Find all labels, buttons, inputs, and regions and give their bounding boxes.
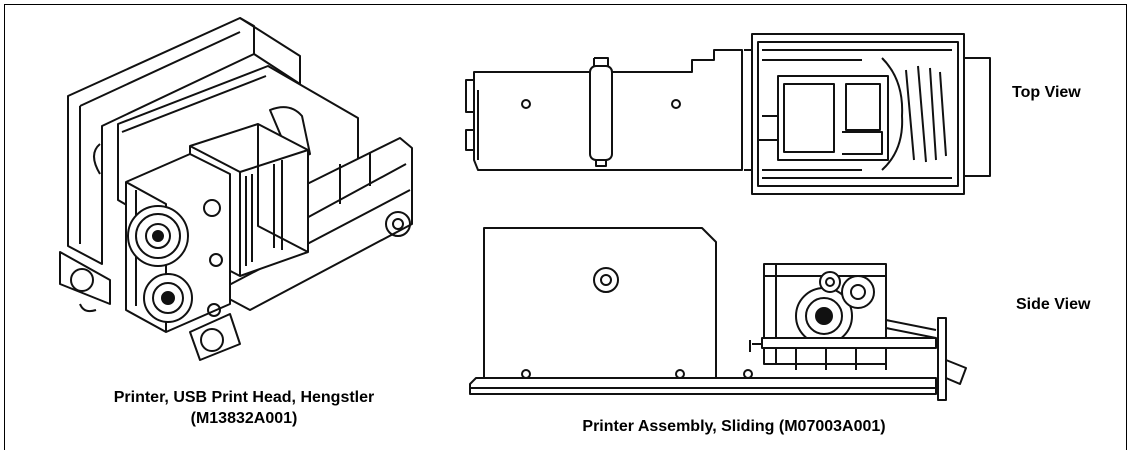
printer-head-illustration: [59, 17, 413, 361]
figure-frame: [4, 4, 1127, 450]
side-view-label: Side View: [1016, 296, 1091, 313]
printer-assembly-side-view: [469, 227, 967, 401]
left-caption-part-number: (M13832A001): [190, 410, 298, 427]
right-figure-caption: Printer Assembly, Sliding (M07003A001): [582, 418, 886, 435]
left-figure-caption: Printer, USB Print Head, Hengstler (M138…: [44, 387, 444, 429]
left-caption-title: Printer, USB Print Head, Hengstler: [113, 389, 375, 406]
printer-assembly-top-view: [465, 33, 991, 195]
top-view-label: Top View: [1012, 84, 1081, 101]
